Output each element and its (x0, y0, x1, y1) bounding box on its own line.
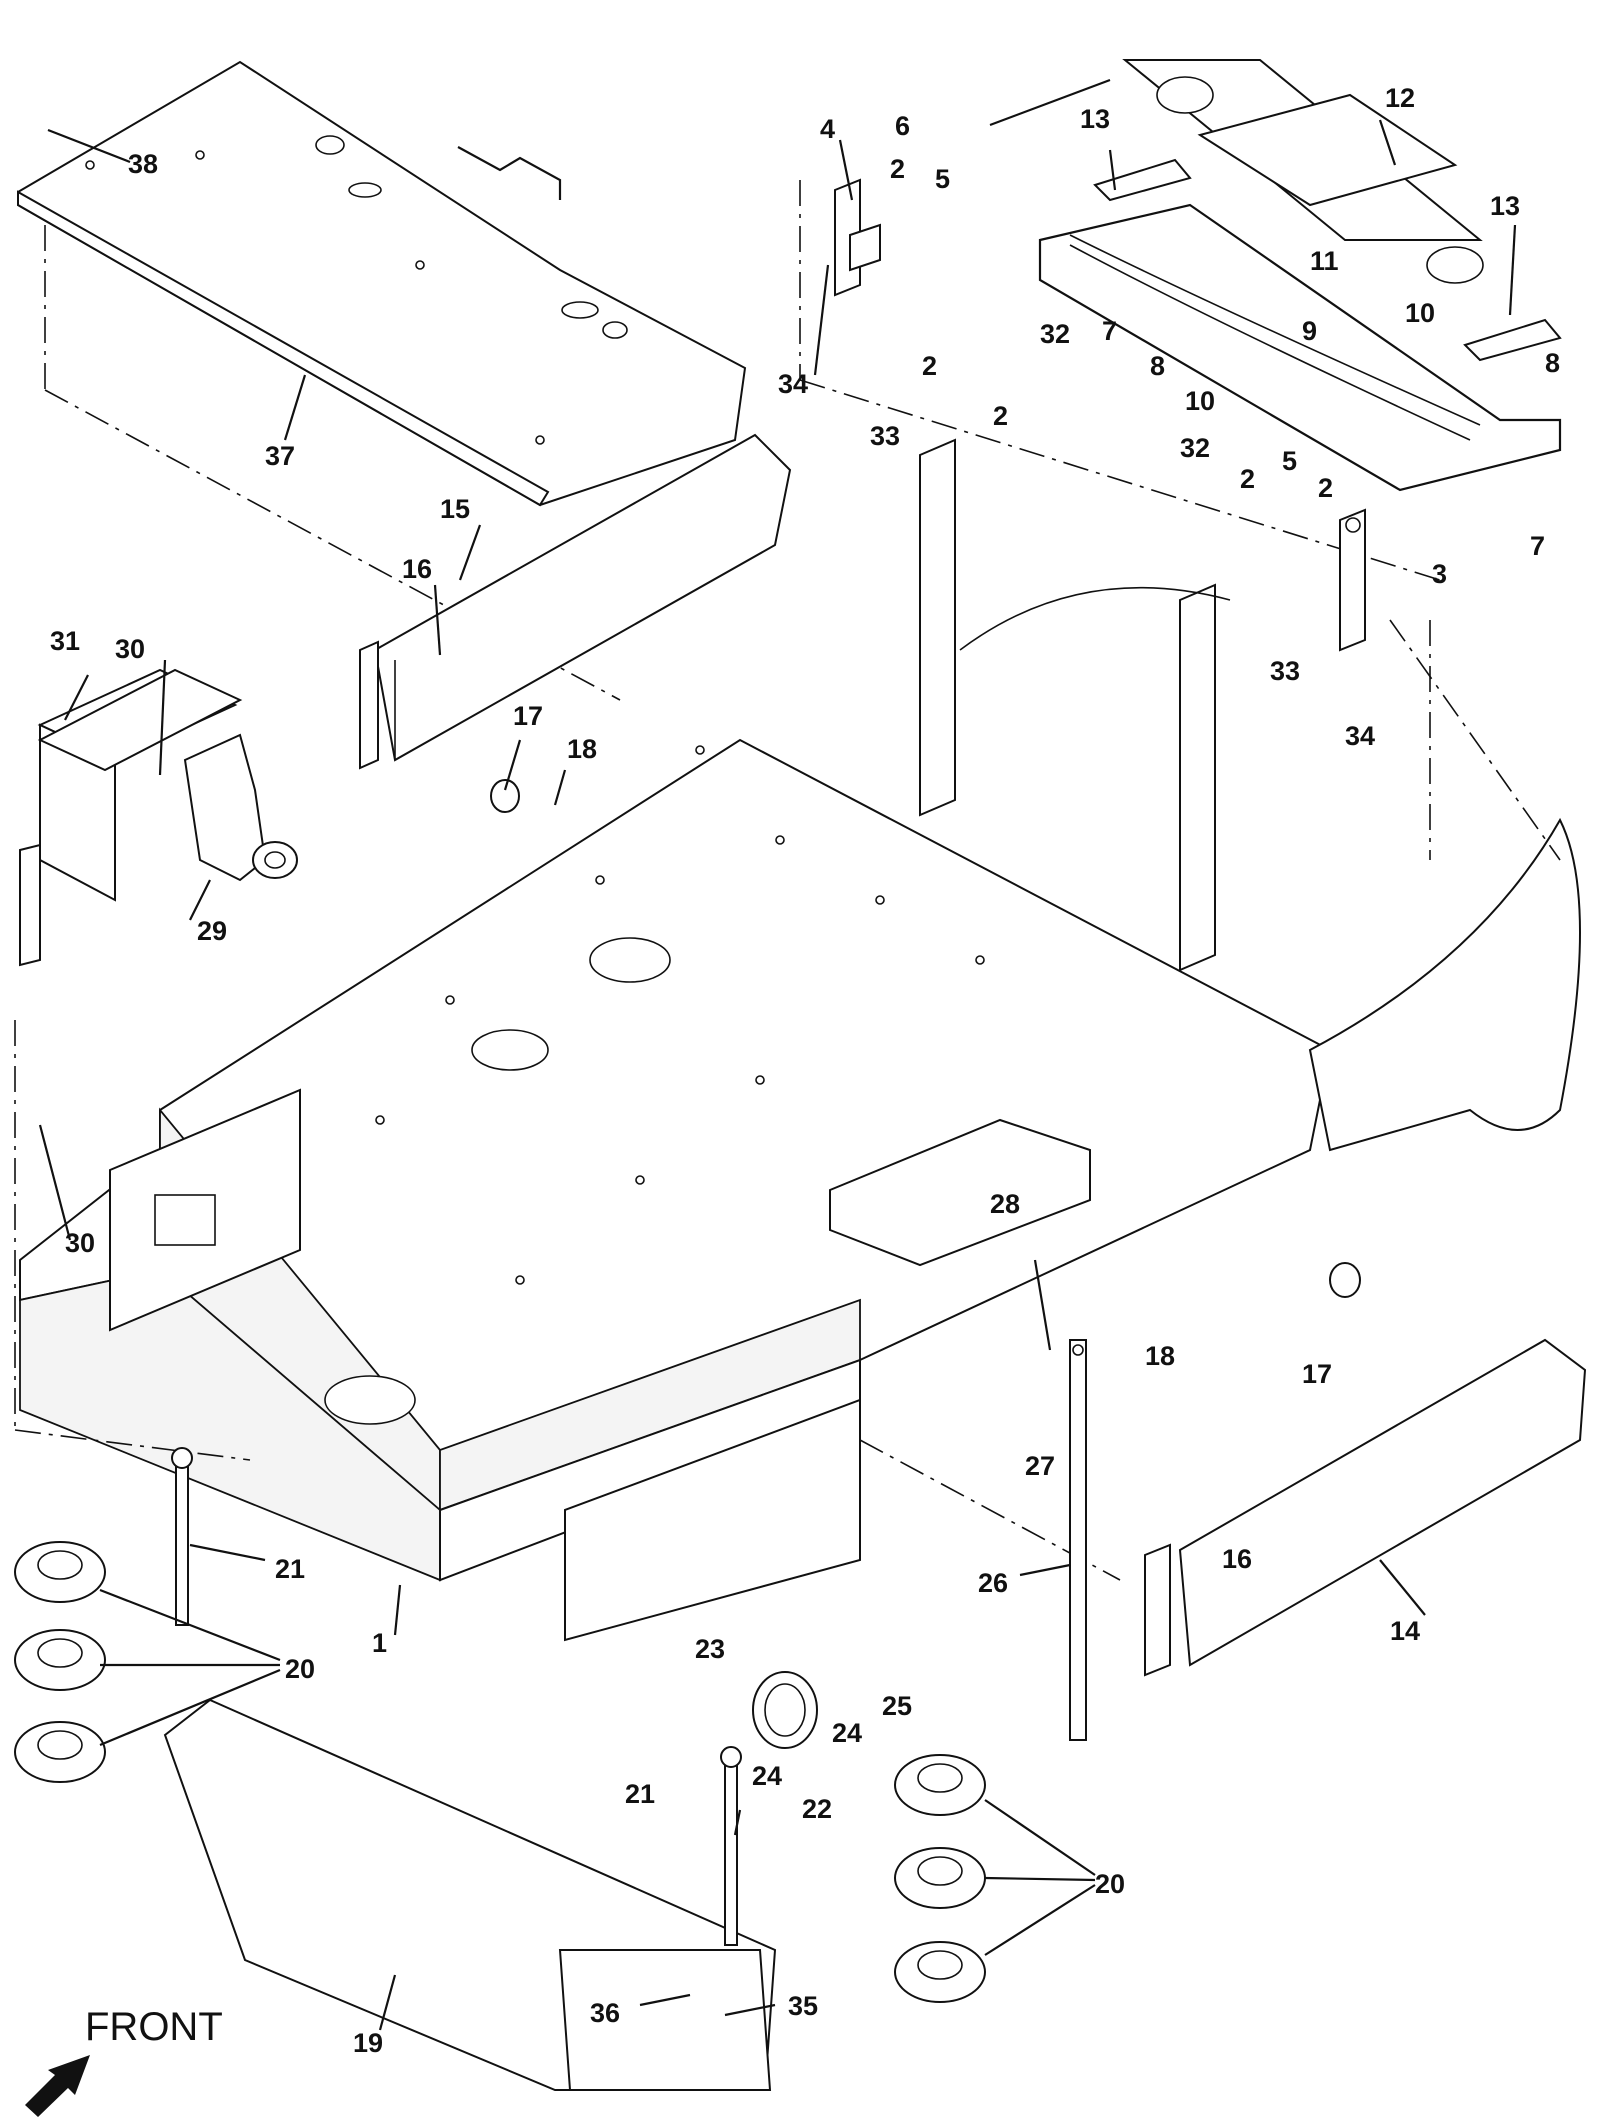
callout-21: 21 (625, 1779, 655, 1809)
grommet-22 (752, 1671, 818, 1749)
callout-17: 17 (513, 701, 543, 731)
callout-3: 3 (1432, 559, 1447, 589)
wheel-20-4 (894, 1754, 986, 1816)
callout-23: 23 (695, 1634, 725, 1664)
callout-22: 22 (802, 1794, 832, 1824)
callout-10: 10 (1405, 298, 1435, 328)
callout-labels: 38 37 15 16 31 30 29 17 18 30 4 6 2 5 13… (50, 83, 1560, 2058)
callout-7: 7 (1102, 316, 1117, 346)
callout-28: 28 (990, 1189, 1020, 1219)
callout-6: 6 (895, 111, 910, 141)
cover-plate-37 (17, 60, 747, 507)
wheel-set-right (894, 1754, 986, 2003)
callout-30: 30 (65, 1228, 95, 1258)
callout-19: 19 (353, 2028, 383, 2058)
wheel-set-left (14, 1541, 106, 1783)
callout-4: 4 (820, 114, 835, 144)
wheel-20-2 (14, 1629, 106, 1691)
callout-16: 16 (1222, 1544, 1252, 1574)
callout-25: 25 (882, 1691, 912, 1721)
front-arrow-icon (25, 2055, 90, 2117)
callout-1: 1 (372, 1628, 387, 1658)
callout-18: 18 (1145, 1341, 1175, 1371)
callout-2: 2 (922, 351, 937, 381)
callout-2: 2 (890, 154, 905, 184)
leader-lines (38, 78, 1517, 2031)
knob-17-left (490, 779, 520, 813)
callout-2: 2 (993, 401, 1008, 431)
wheel-20-1 (14, 1541, 106, 1603)
callout-8: 8 (1150, 351, 1165, 381)
callout-37: 37 (265, 441, 295, 471)
callout-14: 14 (1390, 1616, 1420, 1646)
callout-13: 13 (1490, 191, 1520, 221)
callout-20: 20 (285, 1654, 315, 1684)
top-cover-6 (1038, 59, 1562, 492)
callout-36: 36 (590, 1998, 620, 2028)
front-direction-label: FRONT (85, 2005, 223, 2049)
wheel-20-3 (14, 1721, 106, 1783)
callout-8: 8 (1545, 348, 1560, 378)
callout-24: 24 (752, 1761, 782, 1791)
callout-10: 10 (1185, 386, 1215, 416)
callout-32: 32 (1180, 433, 1210, 463)
callout-16: 16 (402, 554, 432, 584)
callout-5: 5 (1282, 446, 1297, 476)
callout-13: 13 (1080, 104, 1110, 134)
callout-27: 27 (1025, 1451, 1055, 1481)
callout-9: 9 (1302, 316, 1317, 346)
callout-17: 17 (1302, 1359, 1332, 1389)
callout-26: 26 (978, 1568, 1008, 1598)
callout-30: 30 (115, 634, 145, 664)
callout-18: 18 (567, 734, 597, 764)
side-panel-15 (359, 433, 792, 770)
callout-2: 2 (1318, 473, 1333, 503)
main-frame-1 (19, 438, 1581, 1642)
callout-35: 35 (788, 1991, 818, 2021)
callout-34: 34 (778, 369, 808, 399)
wheel-20-5 (894, 1847, 986, 1909)
callout-34: 34 (1345, 721, 1375, 751)
callout-12: 12 (1385, 83, 1415, 113)
bracket-4 (834, 178, 881, 297)
decal-31 (37, 668, 243, 772)
pin-21-right (720, 1746, 742, 1946)
callout-11: 11 (1310, 246, 1339, 276)
callout-20: 20 (1095, 1869, 1125, 1899)
callout-21: 21 (275, 1554, 305, 1584)
callout-29: 29 (197, 916, 227, 946)
callout-7: 7 (1530, 531, 1545, 561)
callout-2: 2 (1240, 464, 1255, 494)
knob-17-right (1329, 1262, 1361, 1298)
callout-15: 15 (440, 494, 470, 524)
callout-38: 38 (128, 149, 158, 179)
wheel-20-6 (894, 1941, 986, 2003)
skirt-19 (163, 1698, 777, 2091)
pin-21-left (171, 1447, 193, 1626)
callout-24: 24 (832, 1718, 862, 1748)
callout-33: 33 (870, 421, 900, 451)
callout-5: 5 (935, 164, 950, 194)
side-panel-14 (1144, 1338, 1587, 1677)
strap-26 (1069, 1339, 1087, 1741)
callout-33: 33 (1270, 656, 1300, 686)
bracket-3 (1339, 508, 1366, 652)
callout-31: 31 (50, 626, 80, 656)
callout-32: 32 (1040, 319, 1070, 349)
